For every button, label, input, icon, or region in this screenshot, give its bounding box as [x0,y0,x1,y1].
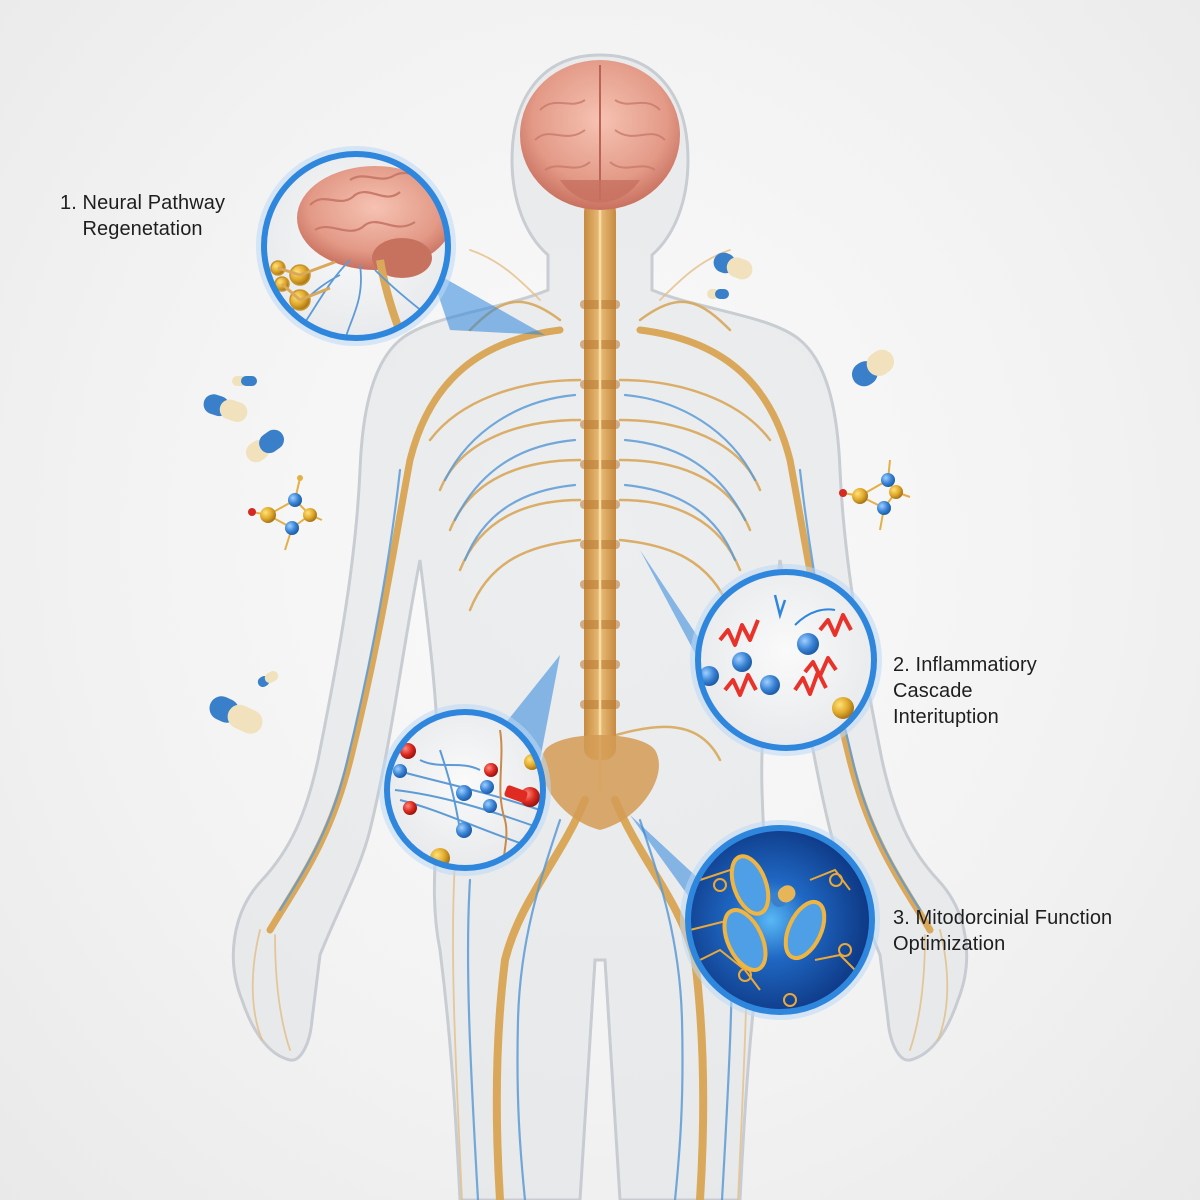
callout-1-line-2: Regenetation [82,218,203,240]
capsule-icon [232,376,257,386]
callout-2-line-1: 2. Inflammatiory [893,654,1037,676]
capsule-icon [713,252,753,280]
callout-label-1: 1. Neural Pathway Regenetation [60,190,225,242]
callout-circle-neural-regeneration [256,146,456,346]
callout-circle-inflammation [690,564,882,756]
capsule-icon [203,394,248,423]
callout-1-line-1: 1. Neural Pathway [60,192,226,214]
capsule-icon [707,289,729,299]
molecule-icon-right [839,459,911,531]
molecule-icon-left [248,475,323,551]
callout-3-line-1: 3. Mitodorcinial Function [893,907,1113,929]
callout-3-line-2: Optimization [893,933,1006,955]
capsule-pills [203,252,895,734]
callout-2-line-3: Interituption [893,706,999,728]
callout-label-3: 3. Mitodorcinial Function Optimization [893,905,1112,957]
callout-circle-mitochondria [680,820,880,1020]
callout-label-2: 2. Inflammatiory Cascade Interituption [893,652,1037,730]
capsule-icon [209,696,263,734]
head-brain [520,60,680,210]
spinal-cord [541,200,659,830]
callout-2-line-2: Cascade [893,680,973,702]
capsule-icon [851,349,895,387]
capsule-icon [257,671,279,687]
callout-circle-neural-network [379,704,551,876]
capsule-icon [245,429,285,463]
